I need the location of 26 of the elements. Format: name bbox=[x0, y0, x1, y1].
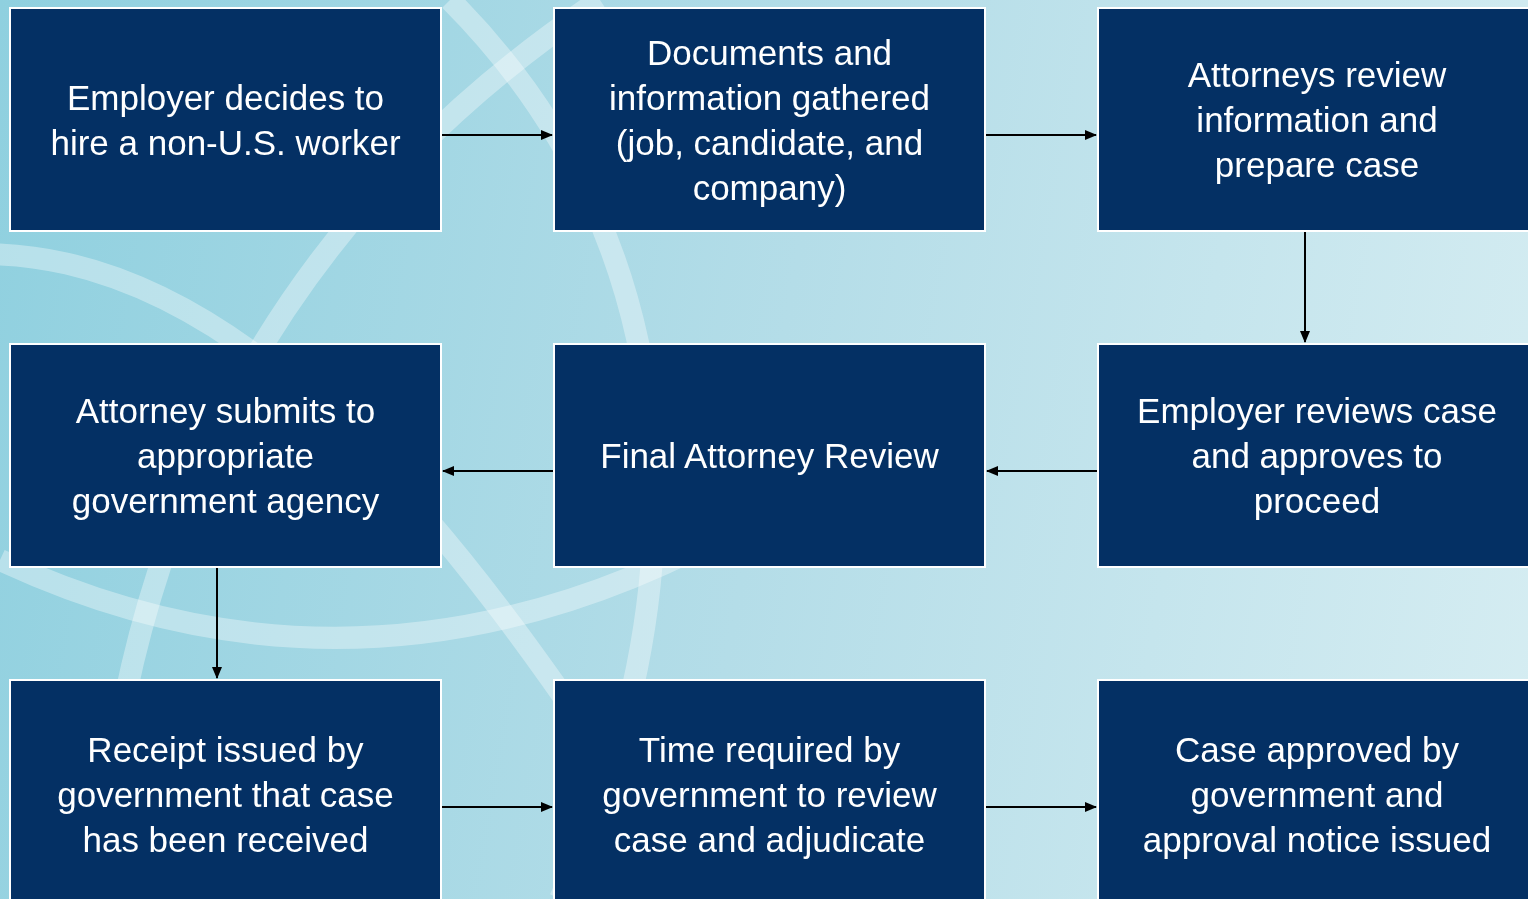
step-text: Attorney submits to appropriate government agency bbox=[70, 390, 381, 522]
step-text: Documents and information gathered (job, candidate, and company) bbox=[607, 31, 931, 209]
step-text: Receipt issued by government that case has been received bbox=[56, 728, 395, 861]
process-box bbox=[1097, 343, 1528, 568]
step-text: Employer reviews case and approves to proceed bbox=[1136, 390, 1498, 522]
arrow bbox=[986, 466, 1098, 476]
arrow bbox=[212, 567, 222, 679]
step-text: Time required by government to review case and adjudicate bbox=[601, 728, 938, 861]
arrow bbox=[442, 466, 554, 476]
process-box bbox=[9, 343, 442, 568]
process-box bbox=[553, 7, 986, 232]
process-box bbox=[9, 7, 442, 232]
process-box bbox=[553, 679, 986, 899]
process-box bbox=[1097, 679, 1528, 899]
process-box bbox=[9, 679, 442, 899]
step-text: Case approved by government and approval notice issued bbox=[1141, 728, 1493, 861]
step-text: Final Attorney Review bbox=[600, 435, 939, 477]
arrow bbox=[1300, 231, 1310, 343]
arrow bbox=[985, 802, 1097, 812]
process-box bbox=[1097, 7, 1528, 232]
arrow bbox=[985, 130, 1097, 140]
step-text: Employer decides to hire a non-U.S. worker bbox=[49, 76, 402, 164]
arrow bbox=[441, 802, 553, 812]
process-box bbox=[553, 343, 986, 568]
step-text: Attorneys review information and prepare case bbox=[1186, 54, 1448, 186]
arrow bbox=[441, 130, 553, 140]
